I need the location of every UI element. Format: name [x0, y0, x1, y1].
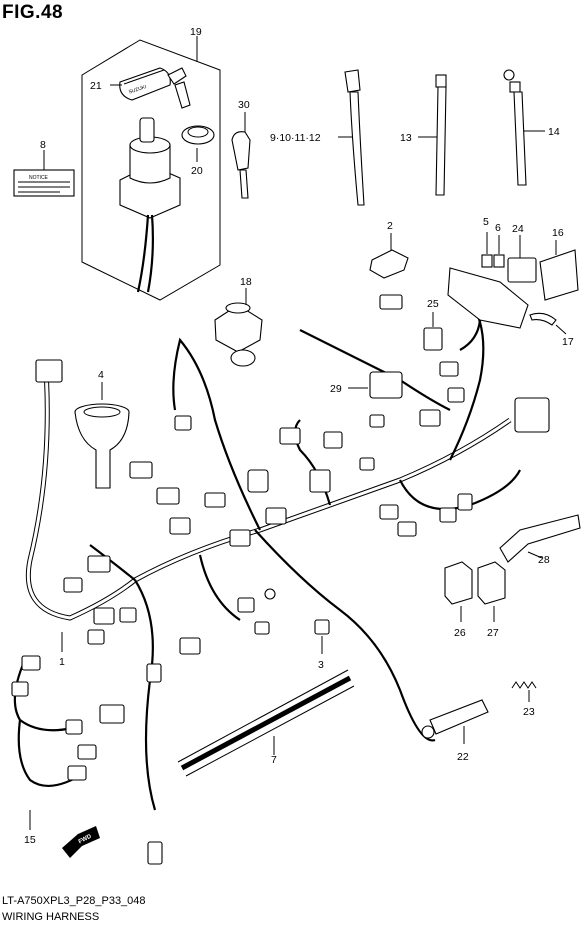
- figure-name: WIRING HARNESS: [2, 911, 100, 923]
- cable-tie-14: [503, 69, 545, 186]
- callout-23: 23: [523, 706, 535, 718]
- callout-7: 7: [271, 754, 277, 766]
- bracket-28: [499, 514, 581, 563]
- ignition-key-cap: [119, 67, 191, 109]
- grommet-boot: [74, 382, 130, 489]
- sub-harness-15: [11, 655, 97, 830]
- harness-connectors: [63, 294, 550, 865]
- connector-27: [477, 561, 506, 622]
- relay-29: [348, 371, 403, 399]
- callout-3: 3: [318, 659, 324, 671]
- figure-title: FIG.48: [2, 2, 64, 23]
- leader-lines: [110, 84, 247, 303]
- callout-17: 17: [562, 336, 574, 348]
- ignition-switch-kit-box: [81, 36, 221, 301]
- connector-26: [444, 561, 473, 622]
- fuse-box-bracket-16: [539, 240, 579, 301]
- callout-8: 8: [40, 139, 46, 151]
- callout-15: 15: [24, 834, 36, 846]
- callout-28: 28: [538, 554, 550, 566]
- fuse-holder-5-6: [481, 232, 505, 268]
- callout-2: 2: [387, 220, 393, 232]
- key-brand-text: SUZUKI: [128, 84, 147, 95]
- clamp-17: [529, 312, 567, 335]
- callout-21: 21: [90, 80, 102, 92]
- callout-30: 30: [238, 99, 250, 111]
- protector-tube-7: [177, 669, 355, 777]
- callout-27: 27: [487, 627, 499, 639]
- callout-13: 13: [400, 132, 412, 144]
- notice-label: [13, 150, 75, 197]
- cable-tie-13: [418, 74, 447, 196]
- relay-24: [507, 235, 537, 283]
- callout-19: 19: [190, 26, 202, 38]
- callout-24: 24: [512, 223, 524, 235]
- key-blank: [231, 112, 251, 199]
- sensor-22: [421, 699, 489, 744]
- callout-22: 22: [457, 751, 469, 763]
- callout-14: 14: [548, 126, 560, 138]
- callout-9-12: 9·10·11·12: [270, 132, 321, 144]
- callout-18: 18: [240, 276, 252, 288]
- callout-29: 29: [330, 383, 342, 395]
- cable-tie-9-12: [338, 69, 365, 206]
- callout-labels: 19 21 20 8 30 9·10·11·12 13 14 2 5 6 24 …: [24, 26, 574, 846]
- callout-20: 20: [191, 165, 203, 177]
- callout-5: 5: [483, 216, 489, 228]
- callout-6: 6: [495, 222, 501, 234]
- callout-26: 26: [454, 627, 466, 639]
- fuse-box: [447, 267, 529, 351]
- notice-label-text: NOTICE: [29, 175, 49, 181]
- ignition-switch-assembly: [119, 117, 181, 293]
- fwd-arrow-icon: FWD: [62, 826, 100, 858]
- callout-4: 4: [98, 369, 104, 381]
- connector-2: [369, 233, 409, 279]
- lock-ring: [181, 125, 215, 145]
- figure-code: LT-A750XPL3_P28_P33_048: [2, 895, 146, 907]
- connector-cap-3: [314, 619, 330, 654]
- callout-1: 1: [59, 656, 65, 668]
- callout-16: 16: [552, 227, 564, 239]
- callout-25: 25: [427, 298, 439, 310]
- accessory-socket: [214, 288, 263, 367]
- spring-23: [511, 681, 537, 702]
- connector-25: [423, 312, 443, 351]
